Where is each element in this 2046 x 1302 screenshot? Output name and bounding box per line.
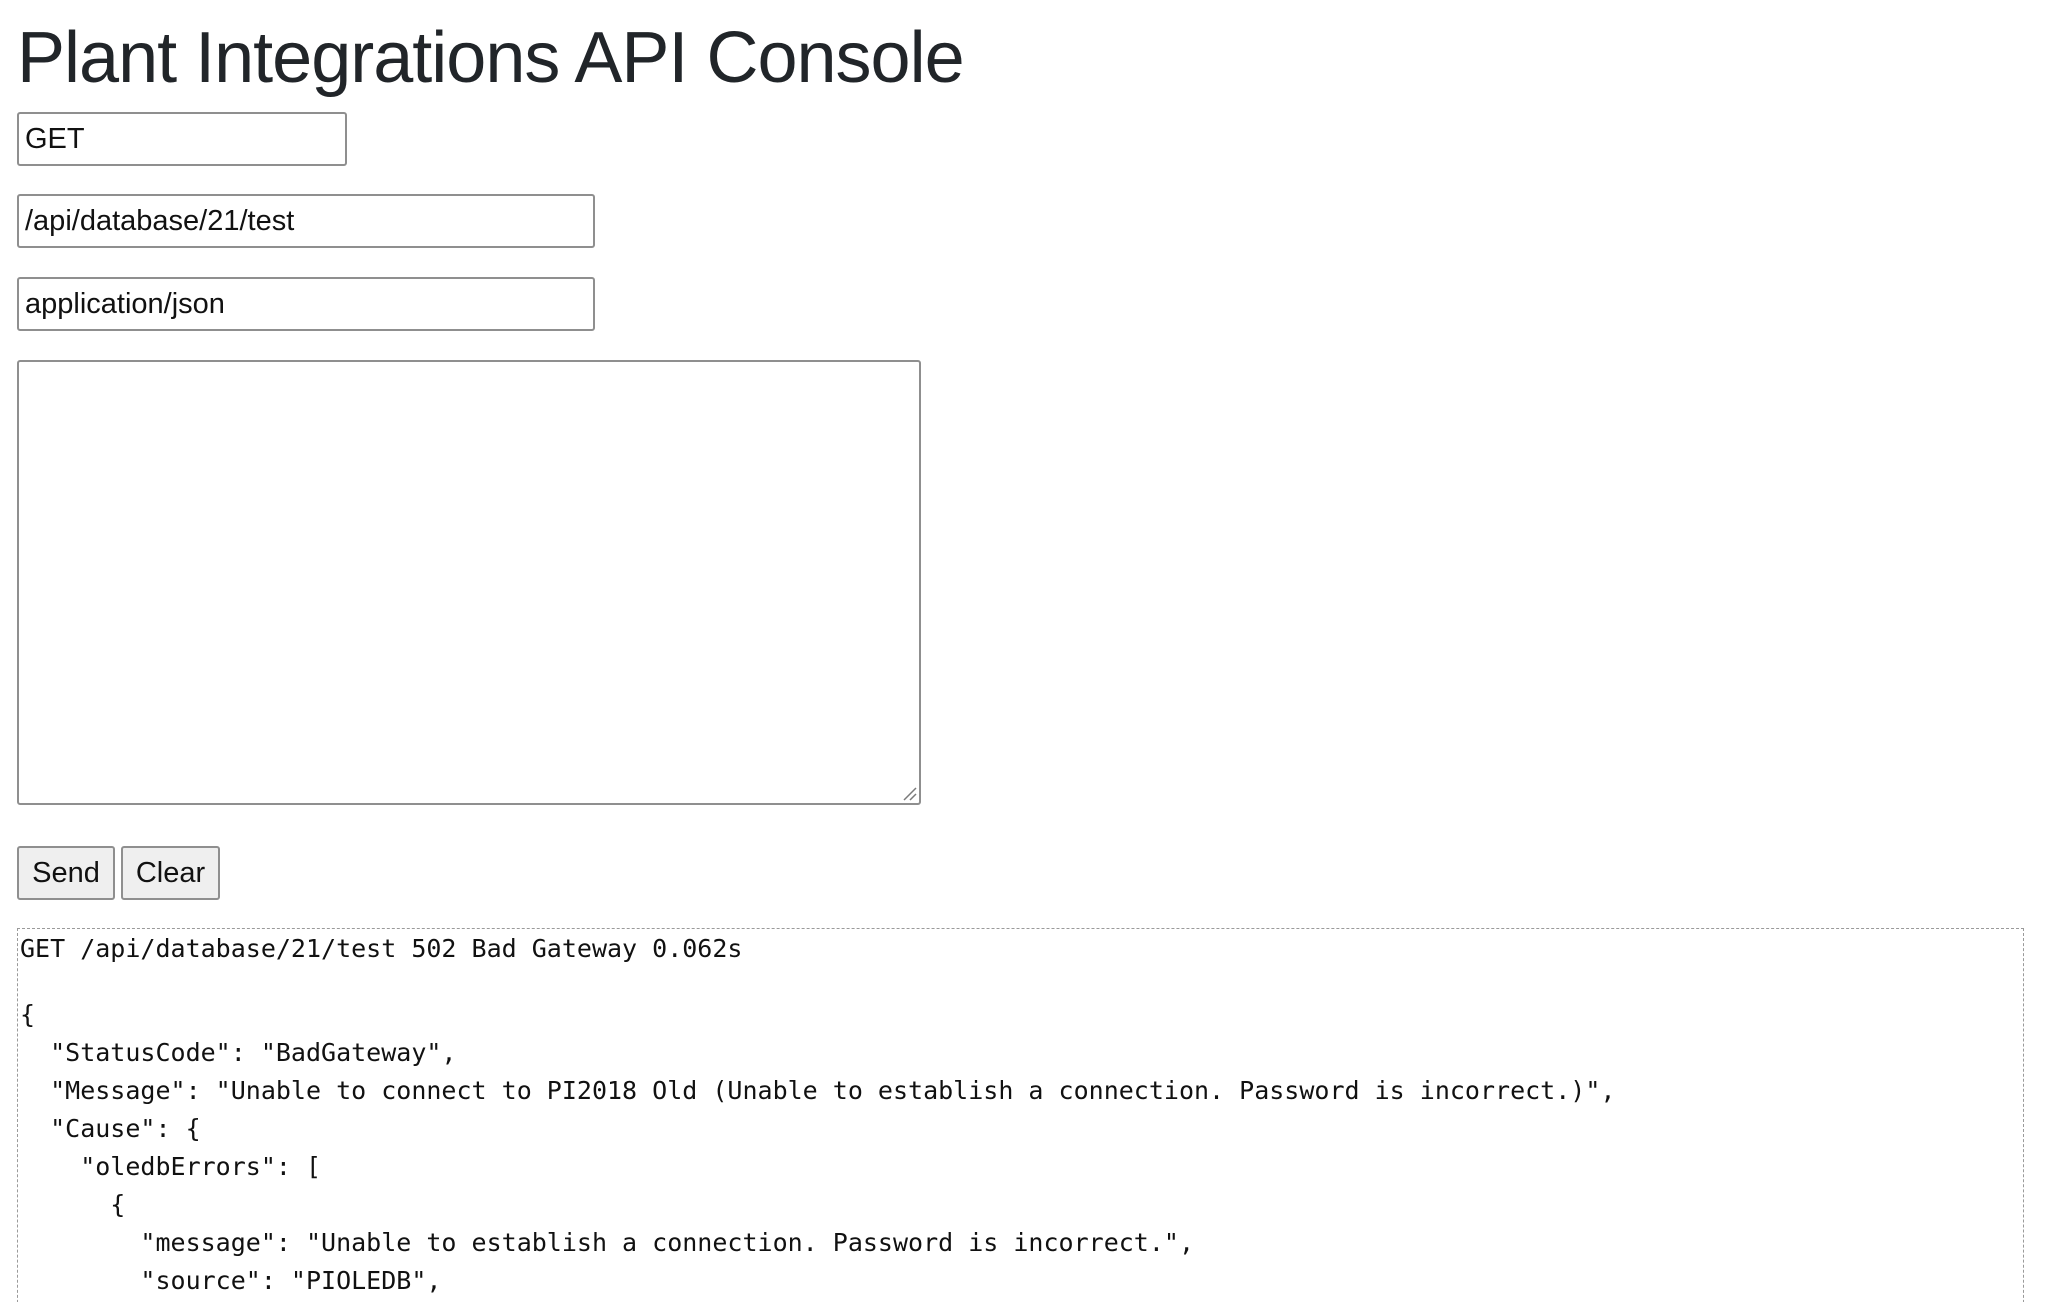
response-line: "Message": "Unable to connect to PI2018 … <box>20 1076 1616 1105</box>
request-body-textarea[interactable] <box>17 360 921 805</box>
response-body: { "StatusCode": "BadGateway", "Message":… <box>20 996 2023 1300</box>
response-line: "Cause": { <box>20 1114 201 1143</box>
response-line: { <box>20 1190 126 1219</box>
response-line: "StatusCode": "BadGateway", <box>20 1038 457 1067</box>
method-input[interactable]: GET <box>17 112 347 166</box>
response-output: GET /api/database/21/test 502 Bad Gatewa… <box>17 928 2024 1302</box>
response-line: "message": "Unable to establish a connec… <box>20 1228 1194 1257</box>
response-status-line: GET /api/database/21/test 502 Bad Gatewa… <box>20 934 743 963</box>
page-title: Plant Integrations API Console <box>17 18 965 98</box>
response-line: "source": "PIOLEDB", <box>20 1266 442 1295</box>
clear-button[interactable]: Clear <box>121 846 220 900</box>
response-line: "oledbErrors": [ <box>20 1152 322 1181</box>
path-input[interactable]: /api/database/21/test <box>17 194 595 248</box>
content-type-input[interactable]: application/json <box>17 277 595 331</box>
response-line: { <box>20 1000 36 1029</box>
send-button[interactable]: Send <box>17 846 115 900</box>
resize-grip-icon[interactable] <box>901 785 917 801</box>
